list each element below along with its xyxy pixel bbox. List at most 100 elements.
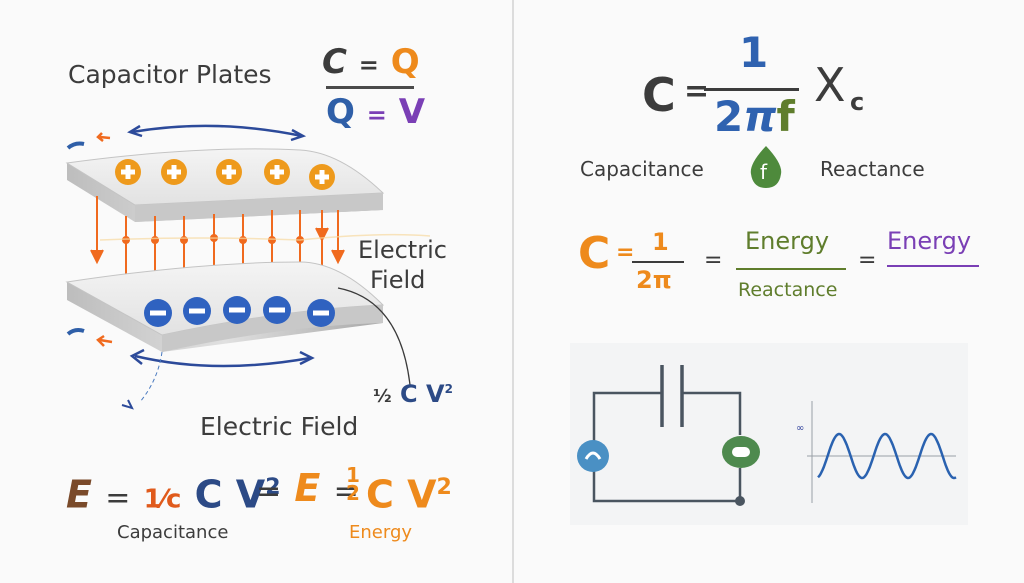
symbol-e: E bbox=[294, 466, 321, 510]
field-wave-line bbox=[99, 233, 431, 241]
symbol-c: C bbox=[578, 228, 611, 279]
capacitor-plates-title: Capacitor Plates bbox=[68, 60, 272, 89]
leaf-f-icon: f bbox=[749, 146, 783, 188]
meter-glyph bbox=[732, 447, 750, 457]
equals-sign: = bbox=[704, 248, 723, 273]
panel-divider bbox=[512, 0, 514, 583]
electric-field-label-line2: Field bbox=[370, 266, 426, 294]
symbol-v: V bbox=[407, 472, 437, 517]
equals-sign: = bbox=[684, 74, 710, 109]
fraction-line bbox=[887, 265, 979, 267]
fraction-line bbox=[736, 268, 846, 270]
minus-dash-top bbox=[66, 141, 85, 150]
formula-c-equals-q: C = Q bbox=[322, 42, 420, 82]
ac-source-glyph bbox=[584, 451, 602, 460]
denominator: 2πf bbox=[714, 92, 795, 141]
fraction-line bbox=[326, 86, 414, 89]
exponent: 2 bbox=[436, 475, 452, 500]
right-panel: C = 1 2πf X c Capacitance f Reactance C … bbox=[514, 0, 1024, 583]
energy-equation-right: = E = bbox=[256, 468, 359, 512]
denominator: 2 bbox=[346, 481, 360, 505]
wave-axis-label: ∞ bbox=[796, 423, 805, 434]
positive-charge bbox=[308, 163, 336, 195]
fraction-half: ½ bbox=[373, 386, 392, 407]
leaf-letter: f bbox=[760, 160, 768, 184]
symbol-x: X bbox=[814, 58, 846, 112]
top-plate-edge bbox=[135, 193, 383, 222]
numerator-one: 1 bbox=[652, 228, 669, 256]
cv-squared: C V2 bbox=[366, 468, 452, 515]
positive-charge bbox=[114, 158, 142, 190]
fraction-line bbox=[632, 261, 684, 263]
junction-dot bbox=[735, 496, 745, 506]
positive-charge bbox=[215, 158, 243, 190]
reactance-label: Reactance bbox=[820, 157, 925, 181]
arrowhead-left bbox=[129, 348, 145, 365]
minus-dash-bottom bbox=[66, 328, 85, 336]
orange-arrow-top bbox=[96, 132, 111, 142]
equals-sign: = bbox=[366, 101, 387, 129]
negative-charge bbox=[306, 298, 336, 332]
left-panel: Capacitor Plates C = Q Q = V bbox=[65, 42, 453, 543]
symbol-c: C bbox=[322, 42, 347, 82]
positive-charge bbox=[160, 158, 188, 190]
symbol-c: C bbox=[366, 472, 394, 517]
reactance-denominator: Reactance bbox=[738, 279, 838, 301]
circuit-card: ∞ bbox=[570, 343, 968, 525]
symbol-c: C bbox=[400, 380, 418, 408]
arrowhead-left bbox=[127, 124, 143, 138]
symbol-c: C bbox=[642, 68, 676, 122]
symbol-q: Q bbox=[390, 42, 420, 82]
negative-charge bbox=[222, 295, 252, 329]
negative-charge bbox=[143, 298, 173, 332]
circuit-wire-top bbox=[592, 391, 742, 453]
symbol-pi: π bbox=[743, 92, 777, 141]
denominator-two-pi: 2π bbox=[636, 266, 672, 294]
energy-numerator: Energy bbox=[745, 227, 830, 255]
fraction-line bbox=[704, 88, 799, 91]
numerator-one: 1 bbox=[739, 28, 769, 77]
symbol-c: C bbox=[194, 472, 223, 517]
ac-source-icon bbox=[577, 440, 609, 472]
energy-purple: Energy bbox=[887, 227, 972, 255]
electric-field-caption: Electric Field bbox=[200, 412, 359, 441]
negative-charge bbox=[182, 296, 212, 330]
symbol-e: E bbox=[66, 472, 92, 517]
capacitance-caption: Capacitance bbox=[117, 522, 229, 543]
capacitance-label: Capacitance bbox=[580, 157, 704, 181]
symbol-v: V bbox=[425, 380, 445, 408]
arrowhead-right bbox=[299, 350, 315, 366]
orange-arrow-bottom bbox=[96, 334, 113, 347]
equals-sign: = bbox=[333, 474, 359, 509]
formula-q-equals-v: Q = V bbox=[326, 92, 425, 132]
subscript-c: c bbox=[850, 88, 865, 116]
exponent: 2 bbox=[265, 475, 281, 500]
small-arrow bbox=[121, 399, 134, 410]
double-arrow-top bbox=[131, 124, 303, 138]
negative-charge bbox=[262, 295, 292, 329]
circuit-wire-bottom bbox=[592, 468, 742, 503]
fraction-one-over-c: 1⁄c bbox=[143, 484, 182, 515]
equals-sign: = bbox=[256, 474, 282, 509]
equals-sign: = bbox=[616, 240, 635, 265]
equals-sign: = bbox=[358, 51, 379, 79]
equals-sign: = bbox=[858, 248, 877, 273]
connector-curve bbox=[337, 287, 411, 386]
circuit-diagram bbox=[577, 365, 957, 506]
arrowhead-right bbox=[290, 128, 307, 142]
digit-two: 2 bbox=[714, 92, 744, 141]
sine-wave bbox=[817, 432, 957, 480]
symbol-v: V bbox=[235, 472, 266, 517]
electric-field-label-line1: Electric bbox=[358, 236, 447, 264]
positive-charge bbox=[263, 158, 291, 190]
fraction-one-half: 1 2 bbox=[346, 465, 360, 505]
double-arrow-bottom bbox=[134, 354, 311, 368]
equals-sign: = bbox=[105, 480, 131, 516]
half-cv-squared-label: ½ C V2 bbox=[373, 380, 453, 408]
exponent: 2 bbox=[444, 382, 453, 396]
symbol-v: V bbox=[398, 92, 426, 132]
dashed-line bbox=[139, 351, 163, 403]
symbol-q: Q bbox=[326, 92, 355, 132]
energy-equation: E = 1⁄c C V2 bbox=[66, 468, 281, 520]
energy-caption: Energy bbox=[349, 522, 413, 543]
